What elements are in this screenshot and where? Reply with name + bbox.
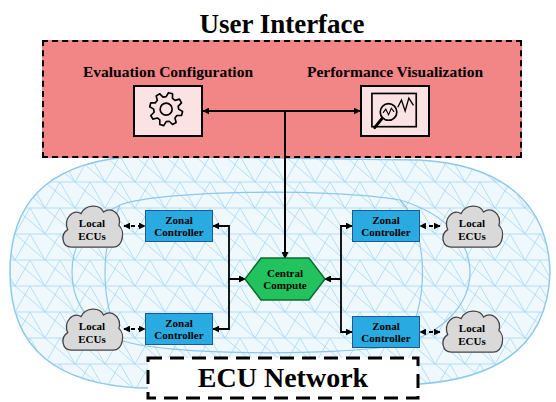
compute-label: Central Compute (260, 267, 310, 291)
network-label: ECU Network (198, 362, 368, 394)
central-compute-hexagon: Central Compute (245, 258, 325, 300)
controller-label: Zonal Controller (150, 214, 208, 238)
dashed-link-arrow (124, 225, 145, 227)
zonal-controller-box: Zonal Controller (145, 313, 213, 345)
ecu-network-frame (148, 358, 418, 398)
link-arrow (213, 226, 245, 279)
cloud-label: Local ECUs (452, 322, 492, 346)
zonal-controller-box: Zonal Controller (145, 210, 213, 242)
tool-icon-box: Evaluation Configuration (133, 85, 203, 137)
local-ecu-cloud: Local ECUs (440, 309, 504, 357)
gear-icon (135, 87, 201, 135)
link-arrow (213, 279, 245, 329)
dashed-link-arrow (124, 328, 145, 330)
car-mesh (10, 156, 550, 388)
local-ecu-cloud: Local ECUs (60, 204, 124, 252)
car-body (10, 156, 550, 388)
cloud-label: Local ECUs (452, 217, 492, 241)
link-arrow (325, 279, 352, 332)
user-interface-panel-fill (42, 40, 522, 158)
controller-label: Zonal Controller (150, 317, 208, 341)
user-interface-panel: User InterfaceEvaluation ConfigurationPe… (42, 40, 522, 158)
controller-label: Zonal Controller (357, 214, 415, 238)
car-cabin (105, 192, 423, 353)
link-arrow (285, 111, 360, 258)
link-arrow (325, 226, 352, 279)
tool-icon-box: Performance Visualization (360, 85, 430, 137)
local-ecu-cloud: Local ECUs (60, 307, 124, 355)
tool-heading: Performance Visualization (307, 63, 483, 81)
link-arrow (203, 111, 285, 258)
panel-heading: User Interface (199, 9, 364, 40)
cloud-label: Local ECUs (72, 217, 112, 241)
local-ecu-cloud: Local ECUs (440, 204, 504, 252)
tool-heading: Evaluation Configuration (83, 63, 253, 81)
dashed-link-arrow (420, 225, 440, 227)
dashed-link-arrow (420, 331, 440, 333)
zonal-controller-box: Zonal Controller (352, 316, 420, 348)
chart-icon (362, 87, 428, 135)
zonal-controller-box: Zonal Controller (352, 210, 420, 242)
cloud-label: Local ECUs (72, 320, 112, 344)
controller-label: Zonal Controller (357, 320, 415, 344)
